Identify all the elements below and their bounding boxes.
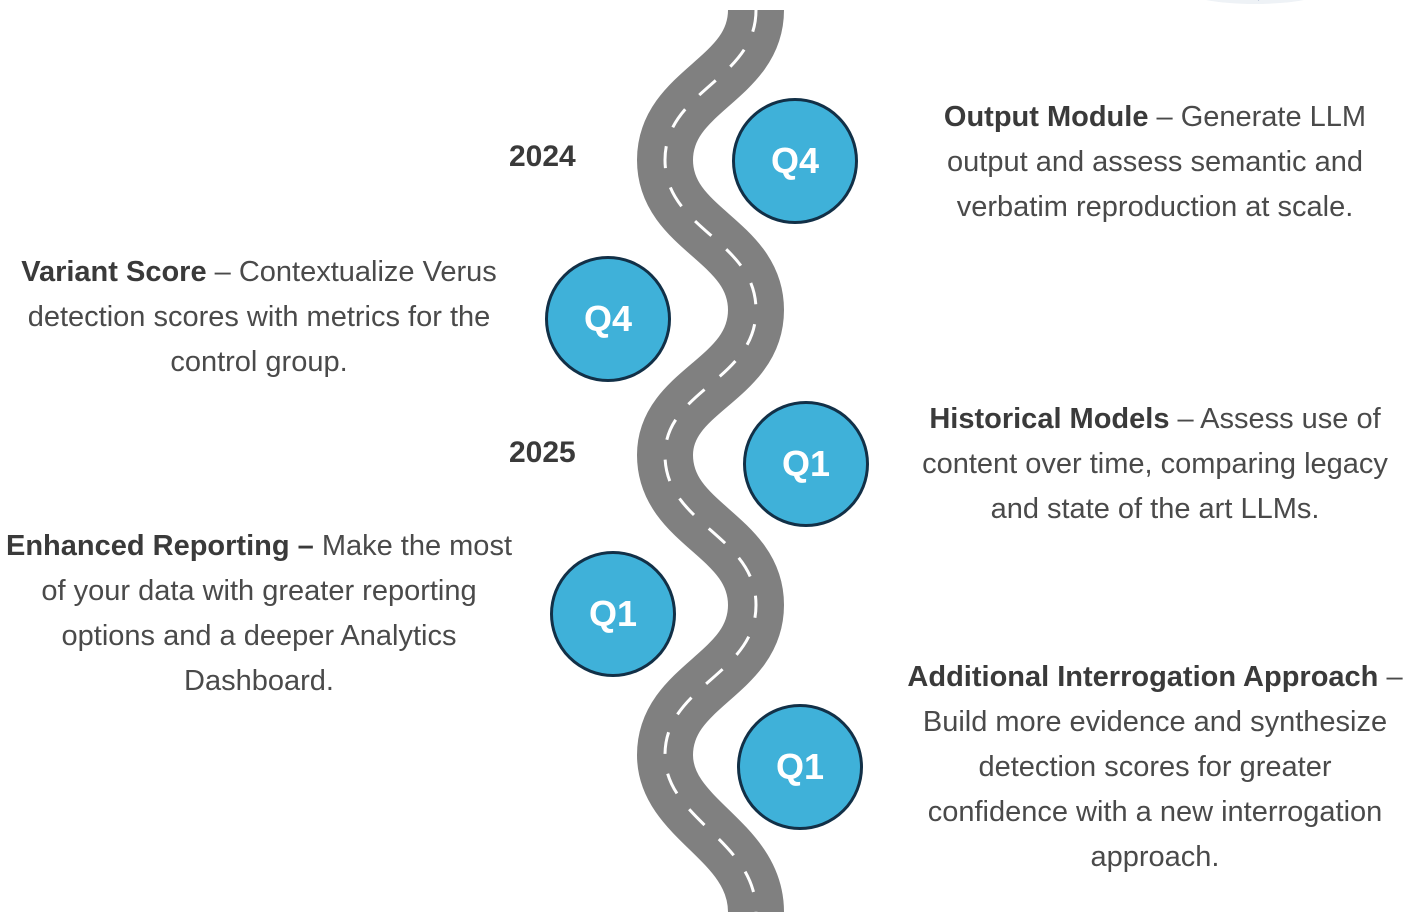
milestone-separator: – <box>206 256 239 288</box>
milestone-separator <box>314 530 322 562</box>
milestone-separator: – <box>1169 403 1201 435</box>
milestone-text: Make the most of your data with greater … <box>41 530 512 697</box>
milestone-separator: – <box>1378 661 1403 693</box>
milestone-circle-interrogation-approach: Q1 <box>737 704 863 830</box>
milestone-description-interrogation-approach: Additional Interrogation Approach – Buil… <box>905 655 1405 880</box>
year-label-2025: 2025 <box>509 436 576 469</box>
milestone-text: Generate LLM output and assess semantic … <box>947 101 1367 223</box>
milestone-circle-variant-score: Q4 <box>545 256 671 382</box>
milestone-circle-enhanced-reporting: Q1 <box>550 551 676 677</box>
milestone-circle-output-module: Q4 <box>732 98 858 224</box>
milestone-description-variant-score: Variant Score – Contextualize Verus dete… <box>20 250 498 385</box>
milestone-title: Variant Score <box>21 256 207 288</box>
milestone-text: Contextualize Verus detection scores wit… <box>27 256 497 378</box>
milestone-description-output-module: Output Module – Generate LLM output and … <box>905 95 1405 230</box>
milestone-separator: – <box>1148 101 1181 133</box>
milestone-title: Enhanced Reporting – <box>5 530 314 562</box>
milestone-description-historical-models: Historical Models – Assess use of conten… <box>905 397 1405 532</box>
milestone-circle-historical-models: Q1 <box>743 401 869 527</box>
year-label-2024: 2024 <box>509 140 576 173</box>
milestone-description-enhanced-reporting: Enhanced Reporting – Make the most of yo… <box>5 524 513 704</box>
milestone-text: Assess use of content over time, compari… <box>922 403 1388 525</box>
milestone-title: Historical Models <box>929 403 1170 435</box>
logo-graphic <box>1206 0 1304 4</box>
milestone-text: Build more evidence and synthesize detec… <box>922 706 1388 873</box>
milestone-title: Additional Interrogation Approach <box>907 661 1379 693</box>
road-center-line <box>663 9 758 912</box>
milestone-title: Output Module <box>943 101 1149 133</box>
